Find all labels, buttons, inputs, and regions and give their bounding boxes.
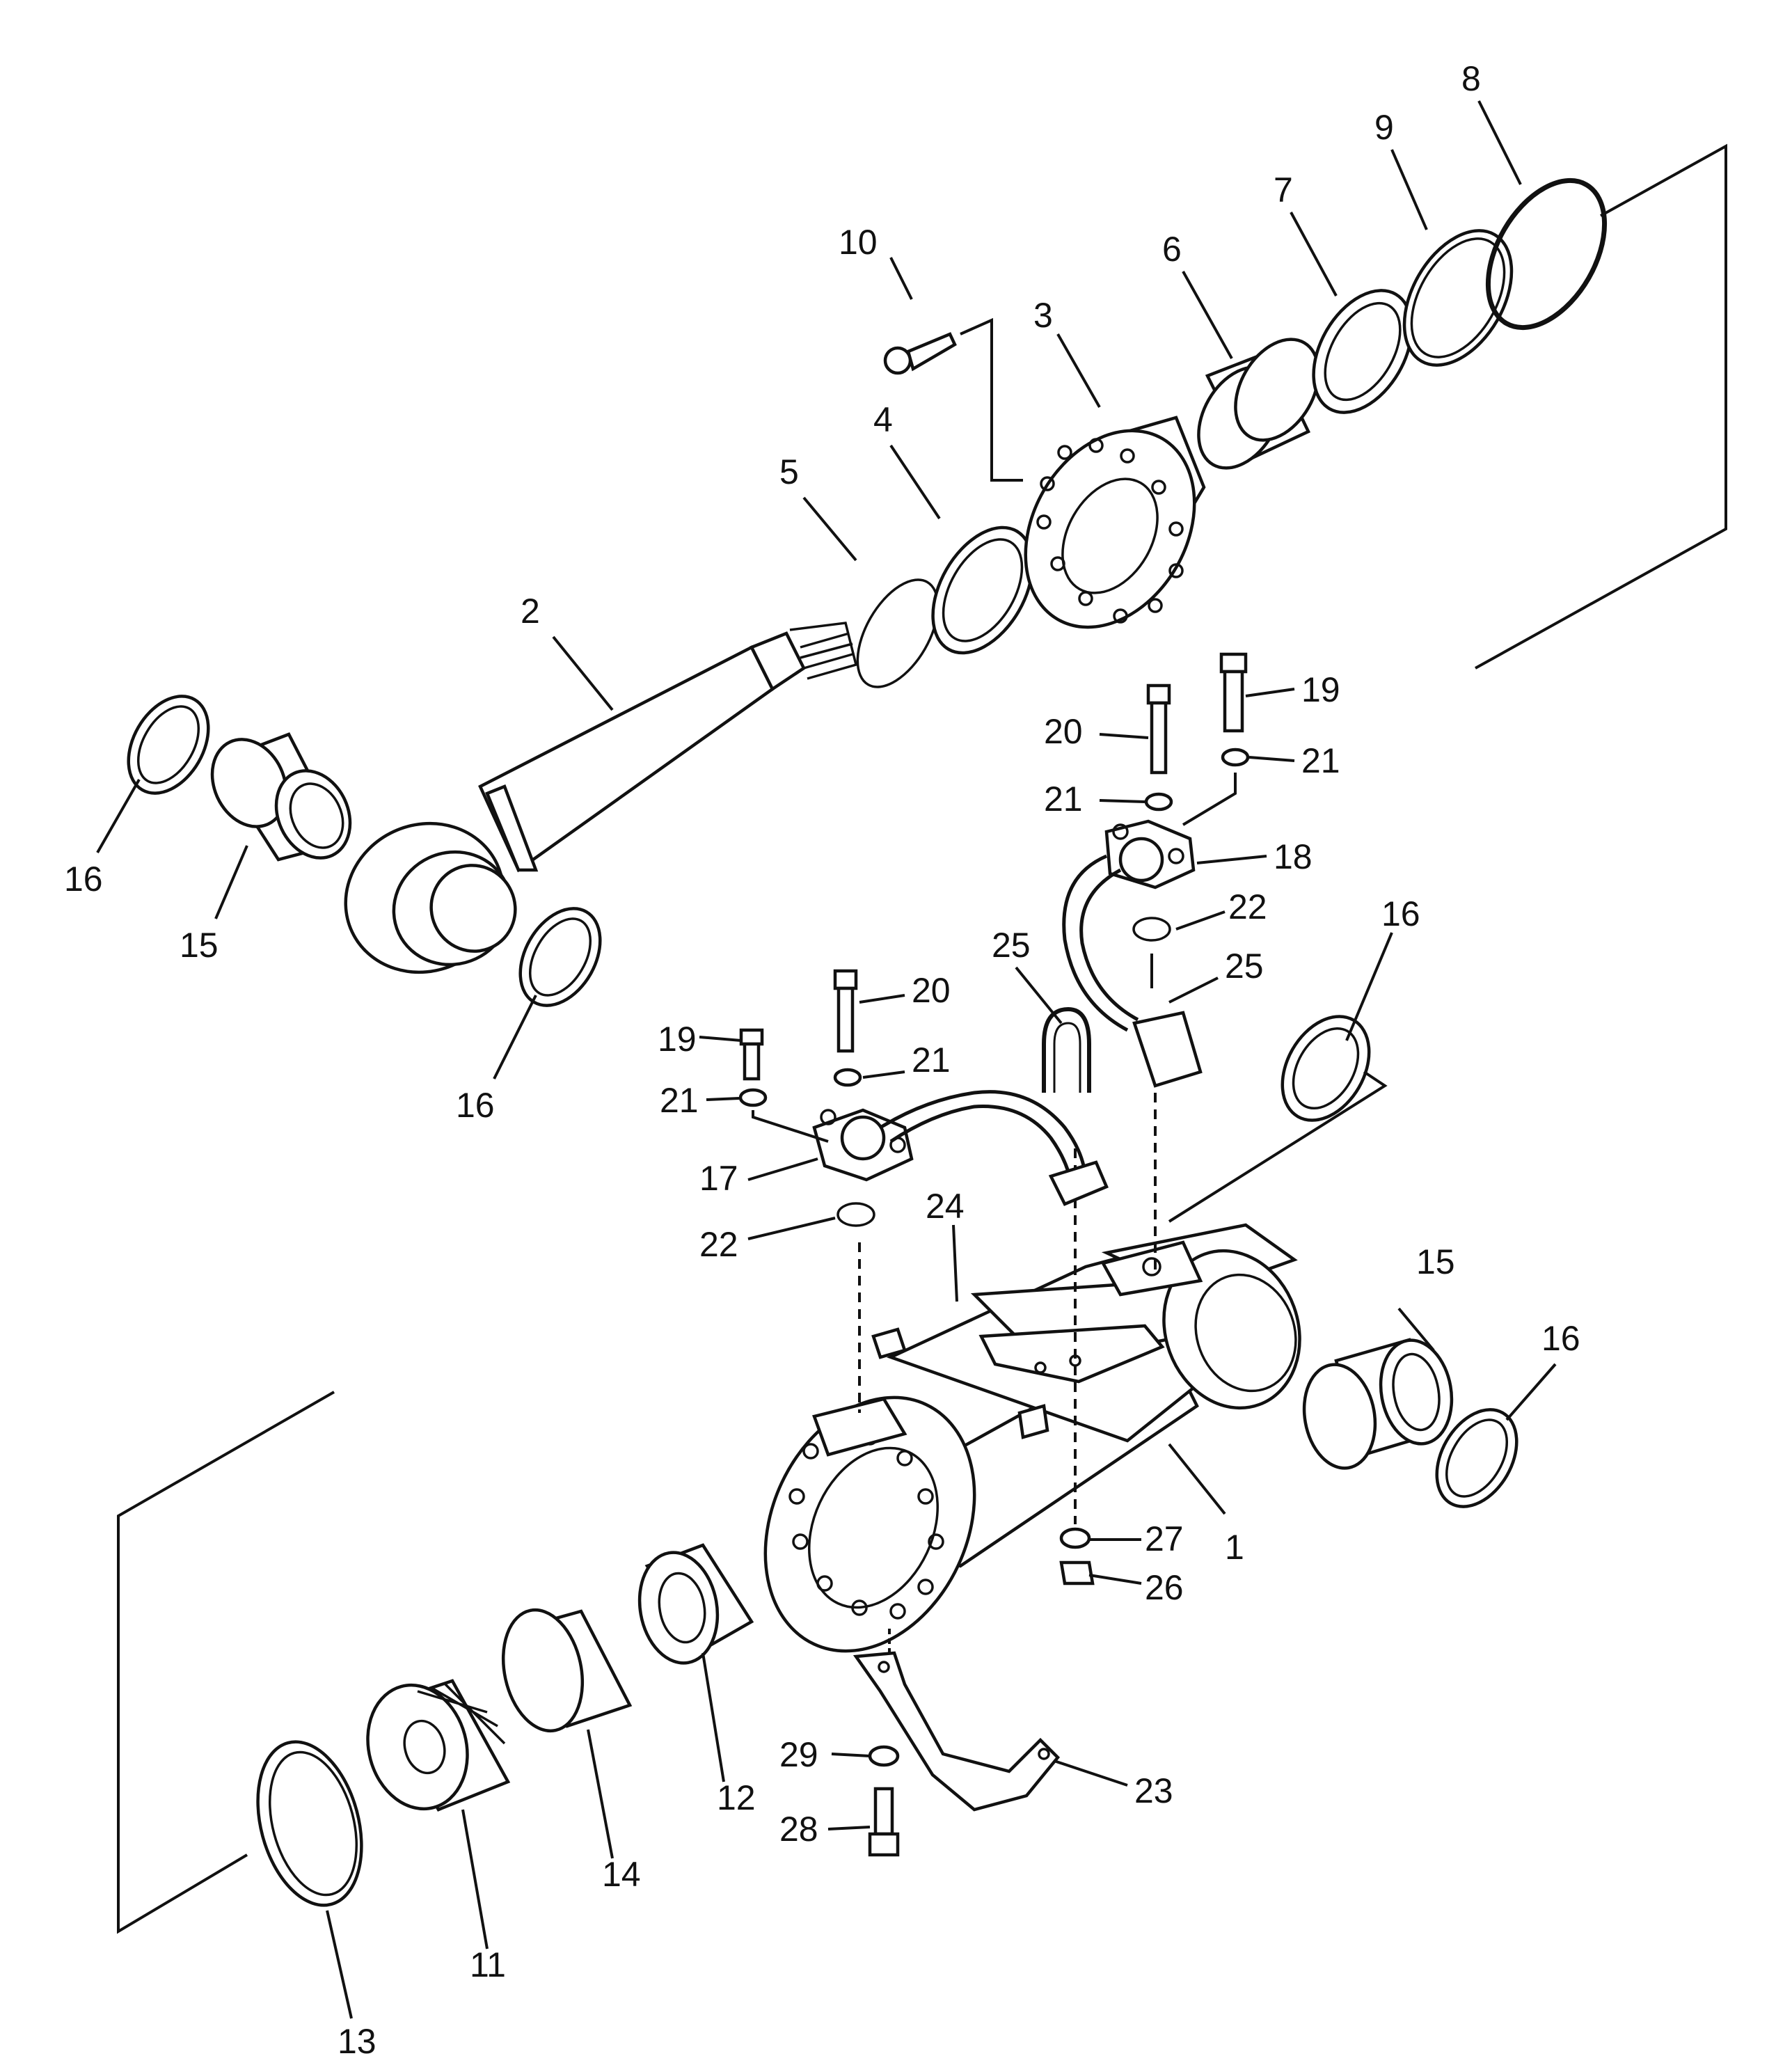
wear-ring <box>501 1608 633 1733</box>
leader-washer-right <box>1182 773 1237 826</box>
bolt-20-right <box>1146 683 1171 775</box>
label-part-21-right-b: 21 <box>1044 780 1083 819</box>
head-bolt-holes <box>1036 438 1184 624</box>
upper-bracket-frame <box>1475 143 1727 670</box>
label-part-7: 7 <box>1274 171 1293 209</box>
clamp-bolt <box>868 1787 900 1857</box>
bolt-20-left <box>833 969 858 1053</box>
piston <box>366 1679 511 1812</box>
label-part-19-right: 19 <box>1301 670 1340 709</box>
clamp-washer <box>868 1745 900 1767</box>
label-part-2: 2 <box>521 592 540 631</box>
label-part-15-upper: 15 <box>180 926 219 965</box>
label-part-9: 9 <box>1374 108 1394 147</box>
snap-ring <box>856 578 939 688</box>
label-part-21-left-b: 21 <box>912 1041 951 1080</box>
head-bushing <box>1197 338 1320 470</box>
bolt-19-right <box>1219 652 1248 733</box>
cylinder-tube <box>763 1223 1301 1653</box>
label-part-12: 12 <box>717 1778 756 1817</box>
label-part-16-lower: 16 <box>1541 1319 1580 1358</box>
dust-seal-tube-right <box>1435 1408 1519 1508</box>
label-part-6: 6 <box>1162 230 1182 269</box>
label-part-19-left: 19 <box>658 1020 697 1059</box>
label-part-16-upper: 16 <box>1381 894 1420 933</box>
o-ring <box>1485 177 1608 331</box>
bolt-19-left <box>739 1028 764 1081</box>
head-bolt <box>883 317 1023 482</box>
washer-21-right-a <box>1221 748 1250 767</box>
nut <box>1059 1560 1095 1586</box>
label-part-8: 8 <box>1461 59 1481 98</box>
label-part-18: 18 <box>1274 837 1313 876</box>
label-part-20-left: 20 <box>912 971 951 1010</box>
piston-rod <box>344 622 858 974</box>
label-part-1: 1 <box>1225 1528 1244 1567</box>
label-part-17: 17 <box>699 1159 738 1198</box>
clamp-band <box>853 1629 1061 1812</box>
label-part-4: 4 <box>873 400 893 439</box>
label-part-26: 26 <box>1145 1568 1184 1607</box>
label-part-27: 27 <box>1145 1519 1184 1558</box>
o-ring-22-right <box>1132 917 1171 942</box>
leader-washer-left <box>752 1110 829 1143</box>
part-labels: 1 2 3 4 5 6 7 8 9 10 11 12 13 14 15 15 1… <box>64 59 1580 2056</box>
label-part-3: 3 <box>1033 296 1053 335</box>
flange-18 <box>1104 819 1196 889</box>
washer-21-left-a <box>738 1088 768 1107</box>
piston-seal-ring <box>256 1740 363 1907</box>
dust-seal-left <box>127 695 210 795</box>
label-part-16-rod: 16 <box>456 1086 495 1125</box>
label-part-22-left: 22 <box>699 1225 738 1264</box>
washer-21-left-b <box>833 1068 862 1087</box>
label-part-21-left-a: 21 <box>660 1081 699 1120</box>
tube-rear-eye <box>1101 1223 1301 1410</box>
lower-bracket-frame <box>117 1391 335 1934</box>
label-part-23: 23 <box>1134 1771 1173 1810</box>
label-part-15-lower: 15 <box>1416 1242 1455 1281</box>
label-part-10: 10 <box>839 223 878 262</box>
label-part-25-left: 25 <box>992 926 1031 965</box>
label-part-13: 13 <box>338 2022 376 2056</box>
label-part-11: 11 <box>470 1945 506 1984</box>
hose-tube-17 <box>879 1090 1109 1206</box>
label-part-28: 28 <box>779 1810 818 1849</box>
label-part-20-right: 20 <box>1044 712 1083 751</box>
flange-17 <box>812 1108 914 1182</box>
label-part-24: 24 <box>926 1187 965 1226</box>
washer-21-right-b <box>1144 792 1173 812</box>
hose-tube-18 <box>1062 854 1203 1088</box>
nut-washer <box>1059 1527 1091 1549</box>
rod-packing <box>1312 289 1413 414</box>
leader-lines <box>96 100 1557 2019</box>
bushing-lower <box>1302 1338 1454 1470</box>
dust-seal-rod-end <box>518 907 602 1007</box>
dust-seal-tube-upper <box>1168 1015 1388 1223</box>
cylinder-head <box>1024 416 1206 629</box>
label-part-5: 5 <box>779 452 799 491</box>
label-part-16-left: 16 <box>64 860 103 899</box>
o-ring-22-left <box>836 1202 875 1227</box>
label-part-25-right: 25 <box>1225 947 1264 986</box>
label-part-22-right: 22 <box>1228 887 1267 926</box>
label-part-29: 29 <box>779 1735 818 1774</box>
bushing-upper <box>210 732 352 862</box>
rod-bushing-ring <box>931 525 1034 655</box>
u-bolt <box>1042 1006 1091 1093</box>
backup-ring <box>1402 229 1514 367</box>
label-part-14: 14 <box>602 1855 641 1894</box>
piston-nut <box>637 1543 754 1665</box>
label-part-21-right-a: 21 <box>1301 741 1340 780</box>
